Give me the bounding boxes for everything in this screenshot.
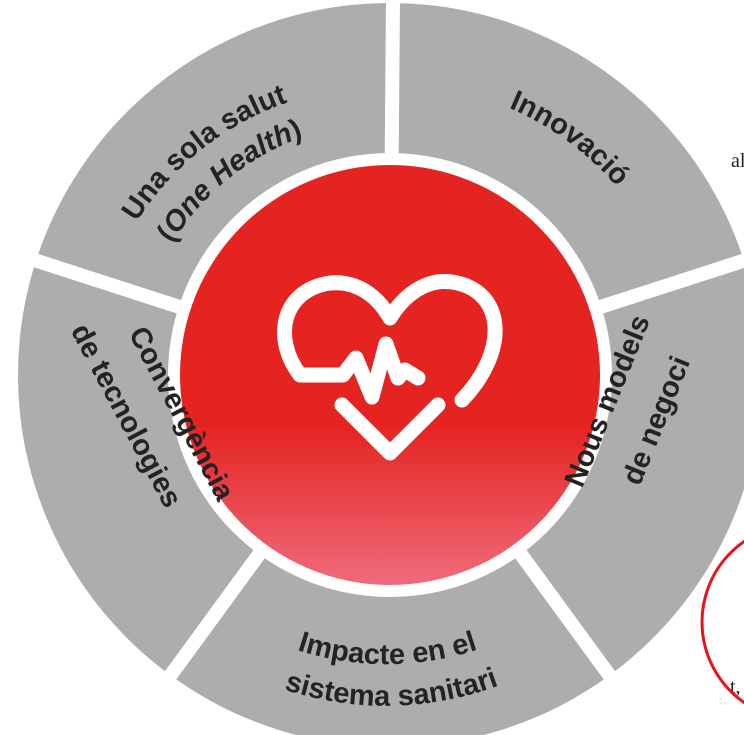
edge-text-fragment: al — [731, 150, 744, 172]
edge-text-fragment: t, — [730, 676, 741, 698]
accent-ring — [700, 539, 744, 705]
heart-pulse-icon — [277, 274, 503, 461]
